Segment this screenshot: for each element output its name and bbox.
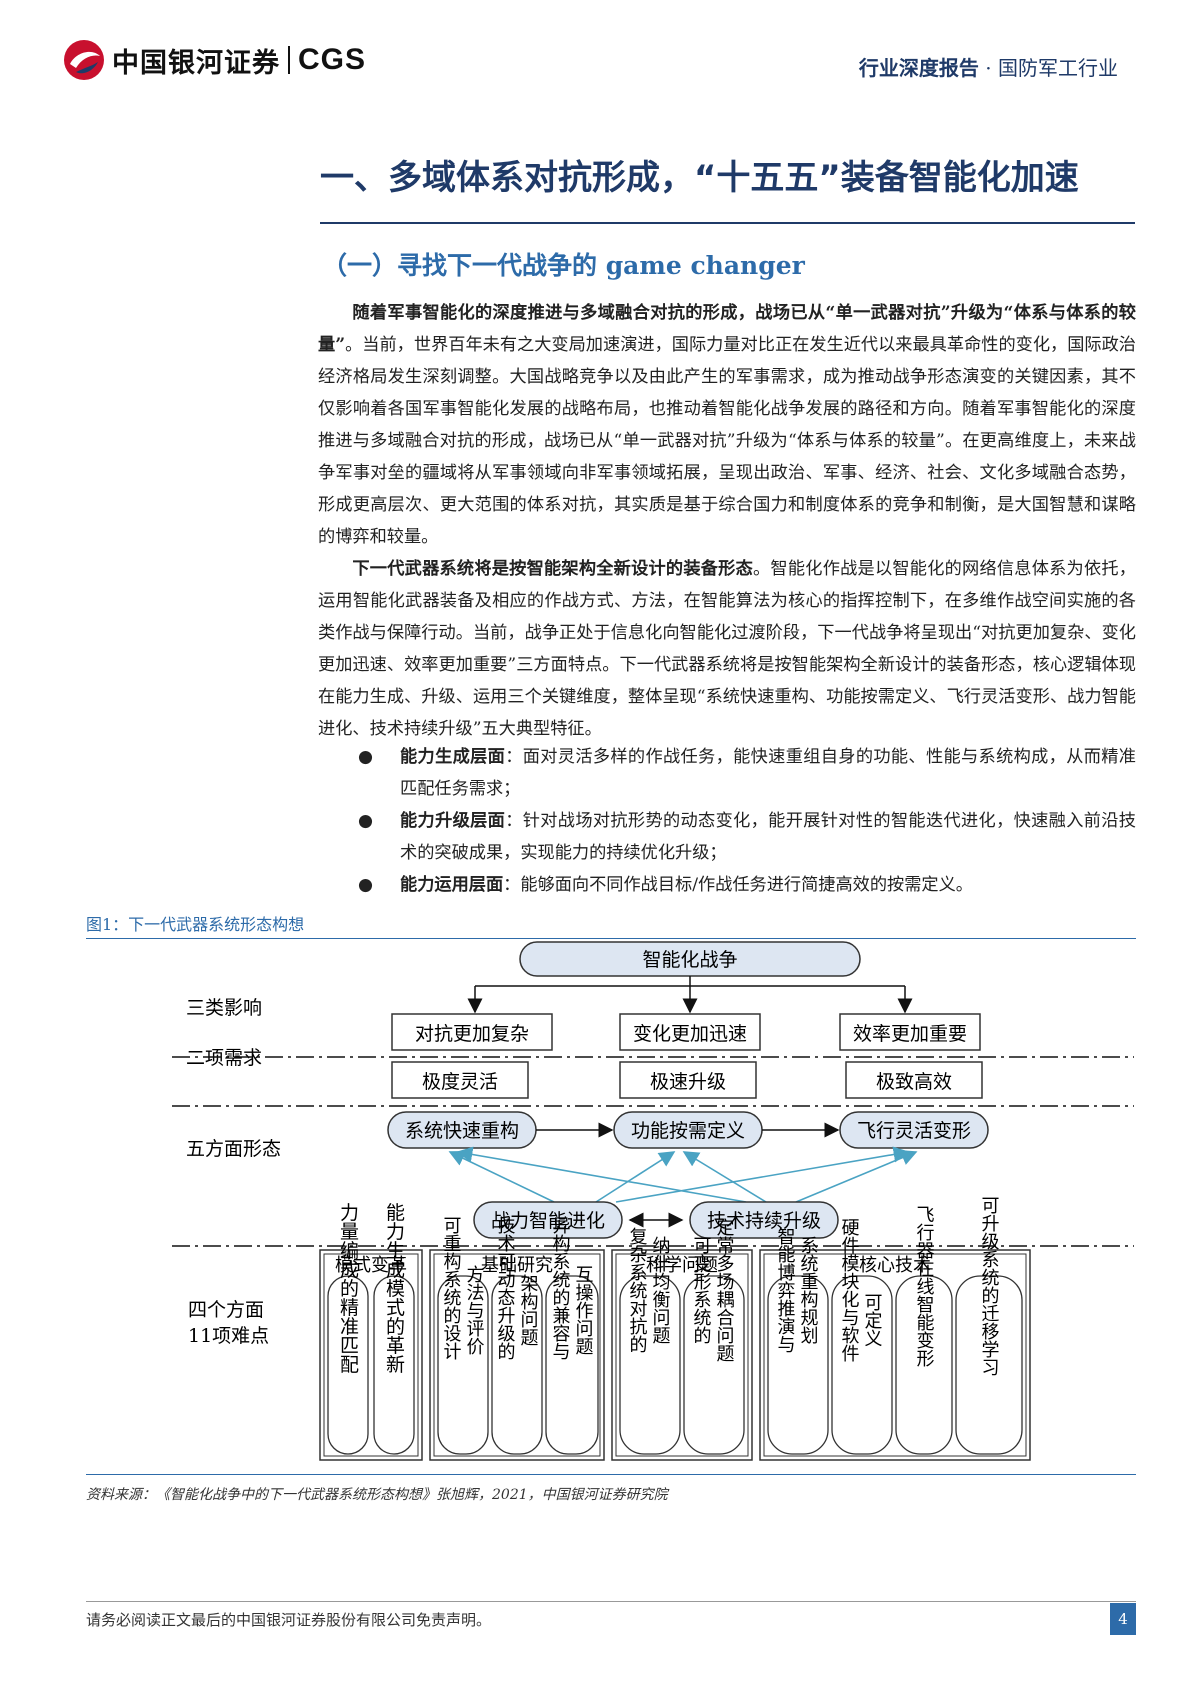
group-title: 基础研究	[481, 1255, 553, 1276]
teal-arrows	[448, 1146, 918, 1203]
row-label-forms: 五方面形态	[186, 1138, 281, 1160]
svg-text:变化更加迅速: 变化更加迅速	[633, 1023, 747, 1045]
row-label-difficulties: 11项难点	[188, 1325, 269, 1347]
top-node-label: 智能化战争	[642, 949, 737, 971]
page-number: 4	[1110, 1603, 1136, 1635]
paragraph-2: 下一代武器系统将是按智能架构全新设计的装备形态。智能化作战是以智能化的网络信息体…	[318, 553, 1136, 745]
bullet-dot-icon: ●	[358, 811, 373, 831]
group-title: 科学问题	[646, 1255, 718, 1276]
svg-text:硬件模块化与软件: 硬件模块化与软件	[839, 1218, 860, 1362]
group-title: 模式变革	[335, 1255, 407, 1276]
bullet-text: ：针对战场对抗形势的动态变化，能开展针对性的智能迭代进化，快速融入前沿技术的突破…	[400, 811, 1136, 863]
svg-text:智能博弈推演与: 智能博弈推演与	[775, 1227, 796, 1353]
svg-text:极致高效: 极致高效	[876, 1071, 952, 1093]
bullet-lead: 能力运用层面	[400, 875, 504, 895]
svg-text:可重构系统的设计: 可重构系统的设计	[441, 1216, 462, 1360]
bullet-dot-icon: ●	[358, 747, 373, 767]
svg-text:力量编成的精准匹配: 力量编成的精准匹配	[337, 1202, 359, 1373]
svg-text:定常多场耦合问题: 定常多场耦合问题	[714, 1218, 735, 1362]
svg-text:系统快速重构: 系统快速重构	[405, 1120, 519, 1142]
body-text: 随着军事智能化的深度推进与多域融合对抗的形成，战场已从“单一武器对抗”升级为“体…	[318, 297, 1136, 745]
form-node: 战力智能进化	[473, 1201, 623, 1239]
svg-text:可定义: 可定义	[862, 1293, 883, 1347]
svg-text:技术持续升级: 技术持续升级	[707, 1210, 821, 1232]
figure-title: 图1：下一代武器系统形态构想	[86, 915, 305, 934]
group-science-problems: 科学问题 复杂系统对抗的 纳什均衡问题 可变形系统的 定常多场耦合问题	[611, 1218, 753, 1461]
form-node: 功能按需定义	[613, 1111, 763, 1149]
cgs-logo-icon	[64, 40, 104, 80]
figure-source: 资料来源：《智能化战争中的下一代武器系统形态构想》张旭辉，2021，中国银河证券…	[86, 1487, 668, 1503]
footer-disclaimer: 请务必阅读正文最后的中国银河证券股份有限公司免责声明。	[86, 1611, 492, 1629]
row-label-demands: 二项需求	[186, 1047, 262, 1069]
paragraph-2-lead: 下一代武器系统将是按智能架构全新设计的装备形态	[352, 559, 754, 579]
demand-box: 极度灵活	[391, 1061, 529, 1099]
brand-separator	[288, 46, 290, 74]
svg-text:飞行灵活变形: 飞行灵活变形	[857, 1120, 971, 1142]
svg-text:纳什均衡问题: 纳什均衡问题	[650, 1236, 671, 1344]
impact-box: 对抗更加复杂	[391, 1013, 553, 1051]
svg-text:可变形系统的: 可变形系统的	[691, 1236, 712, 1345]
top-arrows	[467, 976, 913, 1014]
group-mode-change: 模式变革 力量编成的精准匹配 能力生成模式的革新	[319, 1202, 423, 1461]
svg-text:飞行器在线智能变形: 飞行器在线智能变形	[914, 1205, 935, 1367]
demand-box: 极致高效	[845, 1061, 983, 1099]
group-basic-research: 基础研究 可重构系统的设计 方法与评价 技术可动态升级的 架构问题 异构系统的兼…	[429, 1216, 605, 1461]
top-node: 智能化战争	[519, 941, 861, 977]
svg-text:技术可动态升级的: 技术可动态升级的	[495, 1216, 516, 1361]
bullet-item: ● 能力升级层面：针对战场对抗形势的动态变化，能开展针对性的智能迭代进化，快速融入…	[318, 805, 1136, 869]
report-type: 行业深度报告	[858, 56, 979, 80]
figure-bottom-rule	[86, 1474, 1136, 1475]
svg-text:异构系统的兼容与: 异构系统的兼容与	[550, 1216, 571, 1360]
section-title: 一、多域体系对抗形成，“十五五”装备智能化加速	[320, 158, 1079, 198]
svg-text:复杂系统对抗的: 复杂系统对抗的	[627, 1227, 648, 1354]
bullet-list: ● 能力生成层面：面对灵活多样的作战任务，能快速重组自身的功能、性能与系统构成，从…	[318, 741, 1136, 901]
svg-text:极速升级: 极速升级	[650, 1071, 726, 1093]
brand-logo: 中国银河证券 CGS	[62, 38, 366, 82]
demand-box: 极速升级	[619, 1061, 757, 1099]
header-separator: ·	[985, 56, 992, 80]
svg-text:效率更加重要: 效率更加重要	[853, 1023, 967, 1045]
brand-name-cn: 中国银河证券	[112, 47, 280, 79]
industry-name: 国防军工行业	[998, 56, 1118, 80]
svg-text:对抗更加复杂: 对抗更加复杂	[415, 1023, 529, 1045]
bullet-item: ● 能力运用层面：能够面向不同作战目标/作战任务进行简捷高效的按需定义。	[318, 869, 1136, 901]
bullet-lead: 能力生成层面	[400, 747, 506, 767]
paragraph-1-lead: 随着军事智能化的深度推进与多域融合对抗的形成，战场已从“单一武器对抗”升级为“体…	[318, 303, 1136, 355]
svg-text:互操作问题: 互操作问题	[573, 1265, 594, 1355]
group-title: 核心技术	[859, 1255, 931, 1276]
form-node: 系统快速重构	[387, 1111, 537, 1149]
impact-box: 效率更加重要	[839, 1013, 981, 1051]
paragraph-1: 随着军事智能化的深度推进与多域融合对抗的形成，战场已从“单一武器对抗”升级为“体…	[318, 297, 1136, 553]
brand-name-en: CGS	[298, 43, 367, 76]
svg-text:系统重构规划: 系统重构规划	[798, 1236, 819, 1344]
svg-text:可升级系统的迁移学习: 可升级系统的迁移学习	[979, 1196, 1000, 1376]
section-title-rule	[320, 222, 1135, 224]
svg-text:战力智能进化: 战力智能进化	[491, 1210, 605, 1232]
group-core-tech: 核心技术 智能博弈推演与 系统重构规划 硬件模块化与软件 可定义 飞行器在线智能…	[759, 1196, 1031, 1461]
svg-text:能力生成模式的革新: 能力生成模式的革新	[383, 1202, 405, 1373]
footer-rule	[86, 1601, 1136, 1602]
bullet-text: ：面对灵活多样的作战任务，能快速重组自身的功能、性能与系统构成，从而精准匹配任务…	[400, 747, 1136, 799]
svg-text:方法与评价: 方法与评价	[464, 1265, 485, 1355]
form-node: 飞行灵活变形	[839, 1111, 989, 1149]
row-label-aspects: 四个方面	[188, 1299, 264, 1321]
report-header: 行业深度报告 · 国防军工行业	[859, 52, 1118, 81]
bullet-text: ：能够面向不同作战目标/作战任务进行简捷高效的按需定义。	[503, 875, 973, 895]
paragraph-1-text: 。当前，世界百年未有之大变局加速演进，国际力量对比正在发生近代以来最具革命性的变…	[318, 335, 1136, 547]
bullet-dot-icon: ●	[358, 875, 373, 895]
row-label-impacts: 三类影响	[186, 997, 262, 1019]
form-node: 技术持续升级	[689, 1201, 839, 1239]
paragraph-2-text: 。智能化作战是以智能化的网络信息体系为依托，运用智能化武器装备及相应的作战方式、…	[318, 559, 1136, 739]
section-subtitle: （一）寻找下一代战争的 game changer	[322, 251, 805, 280]
svg-text:架构问题: 架构问题	[518, 1274, 539, 1346]
svg-text:功能按需定义: 功能按需定义	[631, 1120, 745, 1142]
bullet-lead: 能力升级层面	[400, 811, 506, 831]
figure-diagram: 智能化战争 三类影响 二项需求 五方面形态 四个方面 11项难点 对抗更加复杂 …	[172, 941, 1134, 1461]
figure-top-rule	[86, 938, 1136, 939]
bullet-item: ● 能力生成层面：面对灵活多样的作战任务，能快速重组自身的功能、性能与系统构成，从…	[318, 741, 1136, 805]
impact-box: 变化更加迅速	[619, 1013, 761, 1051]
svg-text:极度灵活: 极度灵活	[422, 1071, 498, 1093]
